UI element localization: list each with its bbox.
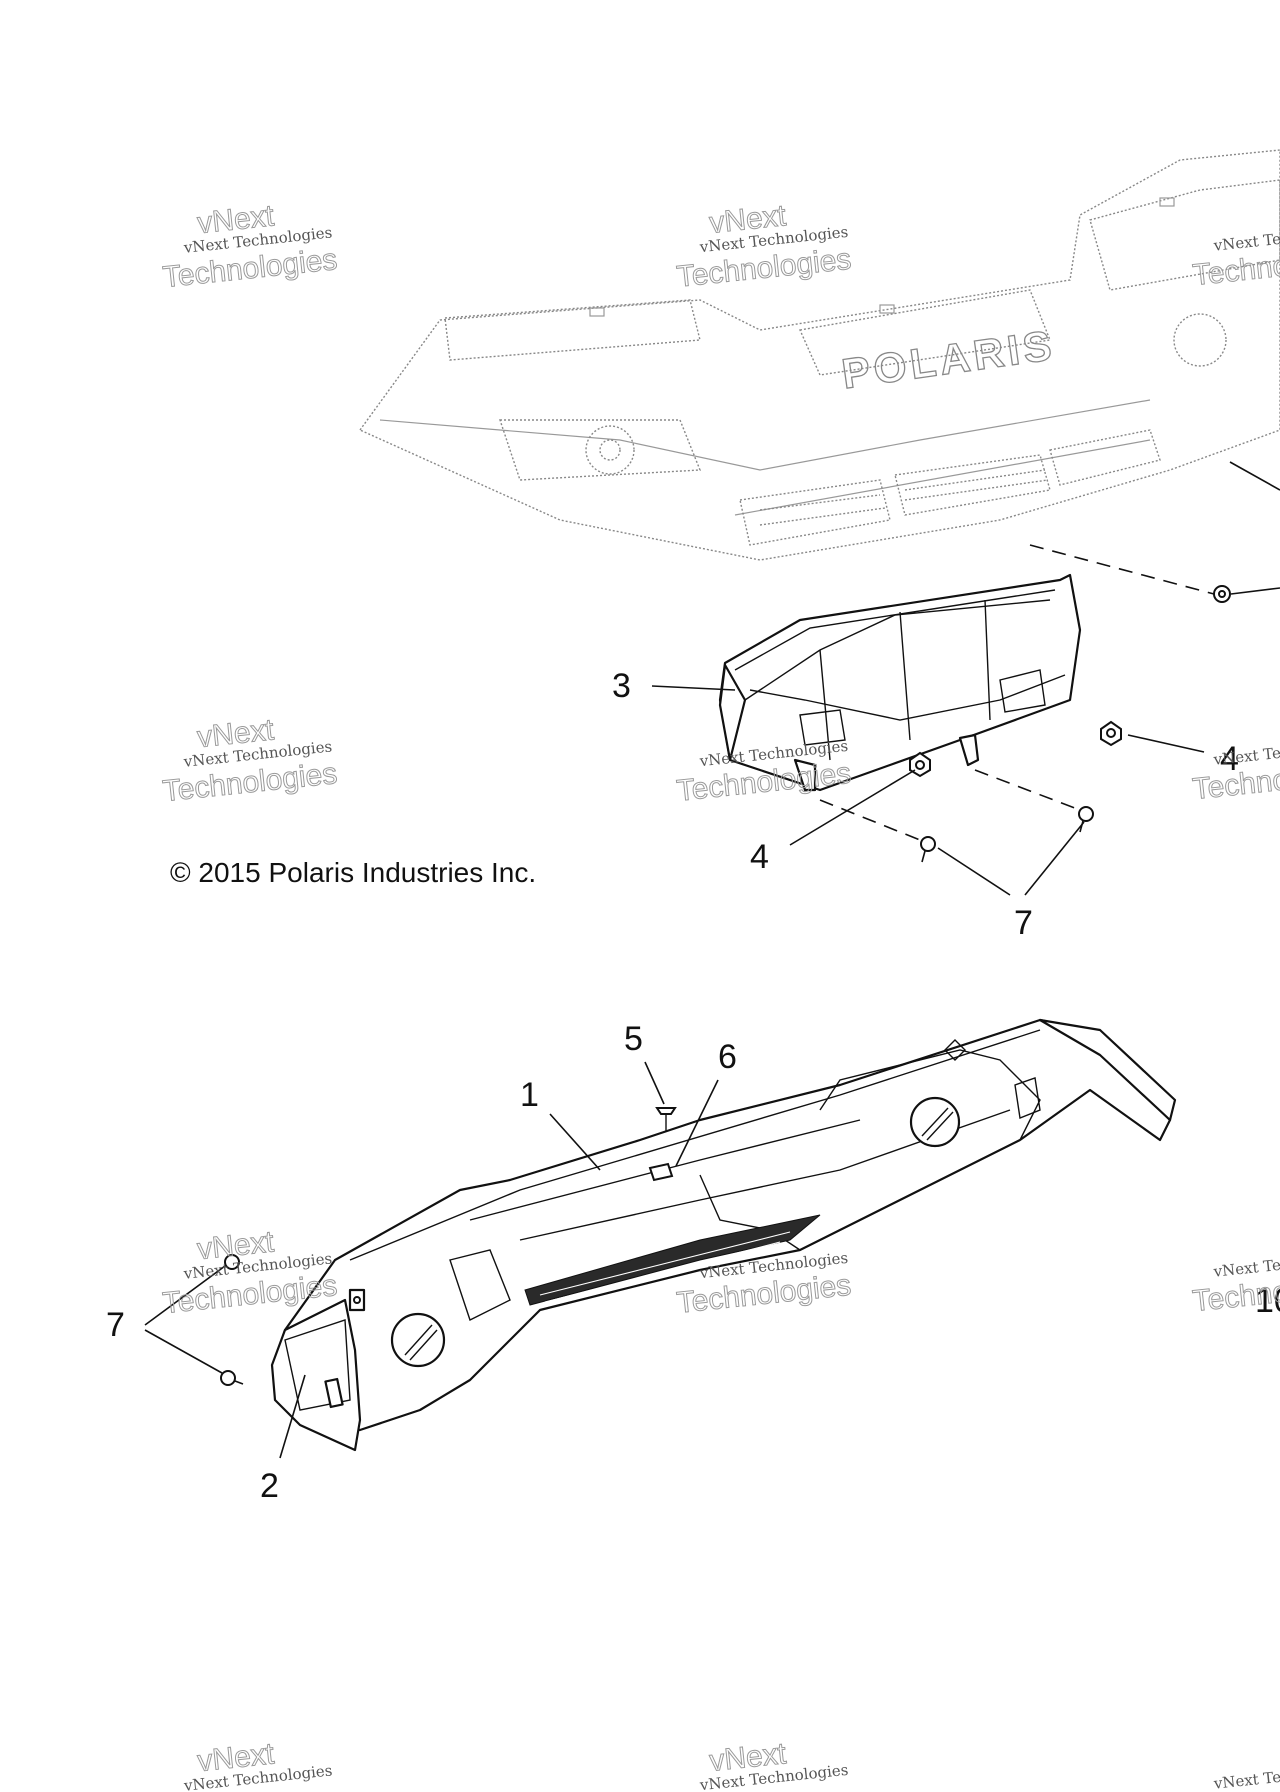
ghost-fastener-right — [1029, 461, 1280, 603]
callout-7-middle: 7 — [1014, 904, 1033, 942]
callout-4-right: 4 — [1220, 740, 1239, 778]
watermark-r4c2: vNext vNext Technologies — [698, 1737, 849, 1792]
callout-4-lower: 4 — [750, 838, 769, 876]
watermark-r1c2: vNext vNext Technologies Technologies — [675, 199, 854, 295]
ghost-polaris-logo: POLARIS — [839, 321, 1058, 397]
watermark-r2c1: vNext vNext Technologies Technologies — [161, 713, 340, 809]
copyright-notice: © 2015 Polaris Industries Inc. — [170, 857, 536, 888]
watermark-r3c3: vNext Technologies Technologies — [1191, 1247, 1280, 1318]
fastener-7-left — [920, 836, 936, 863]
fastener-4-upper — [1100, 720, 1122, 747]
screw-5 — [655, 1107, 677, 1132]
fastener-7-upper-left — [224, 1254, 240, 1270]
clip-6 — [648, 1162, 674, 1182]
watermark-r1c3: vNext Technologies Technologies — [1191, 221, 1280, 292]
part-1-grille-mesh — [524, 1214, 821, 1306]
watermark-r3c1: vNext vNext Technologies Technologies — [161, 1225, 340, 1321]
watermark-text: vNext Technologies — [1212, 1247, 1280, 1281]
watermark-text: vNext Technologies — [1212, 221, 1280, 255]
part-3-bracket — [718, 573, 1082, 792]
watermark-r4c1: vNext vNext Technologies — [182, 1737, 333, 1792]
fastener-7-lower-left — [220, 1370, 244, 1386]
callout-10-partial: 10 — [1255, 1282, 1280, 1320]
callout-2: 2 — [260, 1467, 279, 1505]
callout-1: 1 — [520, 1076, 539, 1114]
part-1-front-bumper — [273, 1018, 1177, 1432]
ghost-front-bumper-assembly: POLARIS — [358, 149, 1280, 561]
watermark-r2c2: vNext Technologies Technologies — [675, 737, 854, 809]
callout-5: 5 — [624, 1020, 643, 1058]
watermark-r1c1: vNext vNext Technologies Technologies — [161, 199, 340, 295]
ghost-grille-mesh — [739, 429, 1161, 546]
callout-7-left: 7 — [106, 1306, 125, 1344]
callout-3: 3 — [612, 667, 631, 705]
fastener-7-right — [1078, 806, 1094, 833]
callout-6: 6 — [718, 1038, 737, 1076]
watermark-text: vNext Technologies — [1212, 1759, 1280, 1792]
watermark-r4c3: vNext Technologies — [1212, 1759, 1280, 1792]
